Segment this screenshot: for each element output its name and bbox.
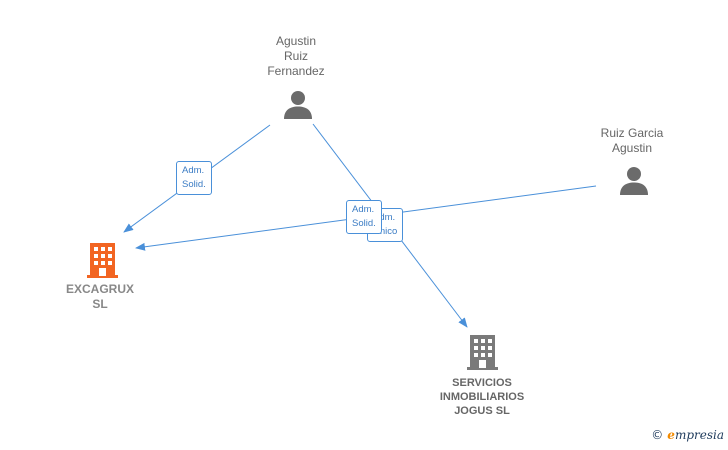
person-icon[interactable]	[620, 167, 648, 195]
person-label-line: Ruiz	[283, 49, 308, 63]
edge-label-garcia-excagrux[interactable]: Adm. Solid.	[346, 200, 382, 234]
person-label-line: Agustin	[611, 141, 653, 155]
edge-label-line: Solid.	[352, 218, 376, 229]
edge-label-line: Solid.	[182, 179, 206, 190]
brand-name: mpresia	[674, 428, 724, 442]
person-label-ruiz-garcia-agustin[interactable]: Ruiz Garcia Agustin	[580, 126, 684, 156]
edge-label-line: Adm.	[352, 204, 375, 215]
company-label-line: EXCAGRUX	[65, 282, 134, 296]
edge-label-line: Adm.	[182, 165, 205, 176]
edge-label-line: Adm.	[373, 212, 396, 223]
company-label-line: INMOBILIARIOS	[439, 391, 525, 403]
company-label-excagrux[interactable]: EXCAGRUX SL	[50, 282, 150, 312]
edge-label-fernandez-excagrux[interactable]: Adm. Solid.	[176, 161, 212, 195]
person-label-line: Agustin	[275, 34, 317, 48]
person-label-agustin-ruiz-fernandez[interactable]: Agustin Ruiz Fernandez	[243, 34, 349, 79]
company-label-line: JOGUS SL	[454, 405, 510, 417]
company-label-line: SERVICIOS	[452, 377, 512, 389]
building-icon[interactable]	[467, 335, 498, 370]
brand-initial: e	[667, 428, 675, 442]
person-icon[interactable]	[284, 91, 312, 119]
company-label-line: SL	[92, 297, 108, 311]
person-label-line: Fernandez	[267, 64, 325, 78]
person-label-line: Ruiz Garcia	[600, 126, 664, 140]
empresia-logo: ©empresia	[651, 428, 724, 442]
edge-label-line: Unico	[373, 226, 398, 237]
company-label-servicios-inmobiliarios-jogus[interactable]: SERVICIOS INMOBILIARIOS JOGUS SL	[422, 376, 542, 418]
copyright-symbol: ©	[651, 428, 664, 442]
building-icon[interactable]	[87, 243, 118, 278]
